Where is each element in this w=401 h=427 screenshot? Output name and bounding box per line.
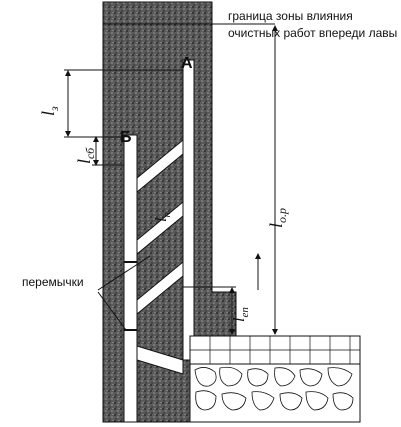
lor-label: lо.р	[266, 208, 289, 228]
point-b-label: Б	[120, 129, 132, 146]
bridges-leader-2	[97, 291, 127, 331]
crosscut-1	[136, 138, 184, 194]
boundary-label-line2: очистных работ впереди лавы	[228, 26, 397, 40]
roadway-a	[182, 59, 195, 361]
l3-label: lз	[38, 106, 61, 116]
lep-label: lеп	[231, 307, 251, 322]
crosscut-4	[136, 345, 184, 375]
roadway-b	[123, 134, 138, 423]
goaf-stones	[194, 366, 354, 411]
face-hatching	[190, 336, 360, 364]
bridges-leader-1	[97, 255, 151, 291]
lsb-label: lсб	[74, 147, 97, 164]
boundary-label-line1: граница зоны влияния	[228, 9, 353, 23]
lp-label: lп	[153, 212, 173, 222]
crosscut-2	[136, 200, 184, 256]
bridges-label: перемычки	[22, 275, 84, 289]
crosscut-3	[136, 260, 184, 316]
point-a-label: А	[181, 55, 193, 72]
